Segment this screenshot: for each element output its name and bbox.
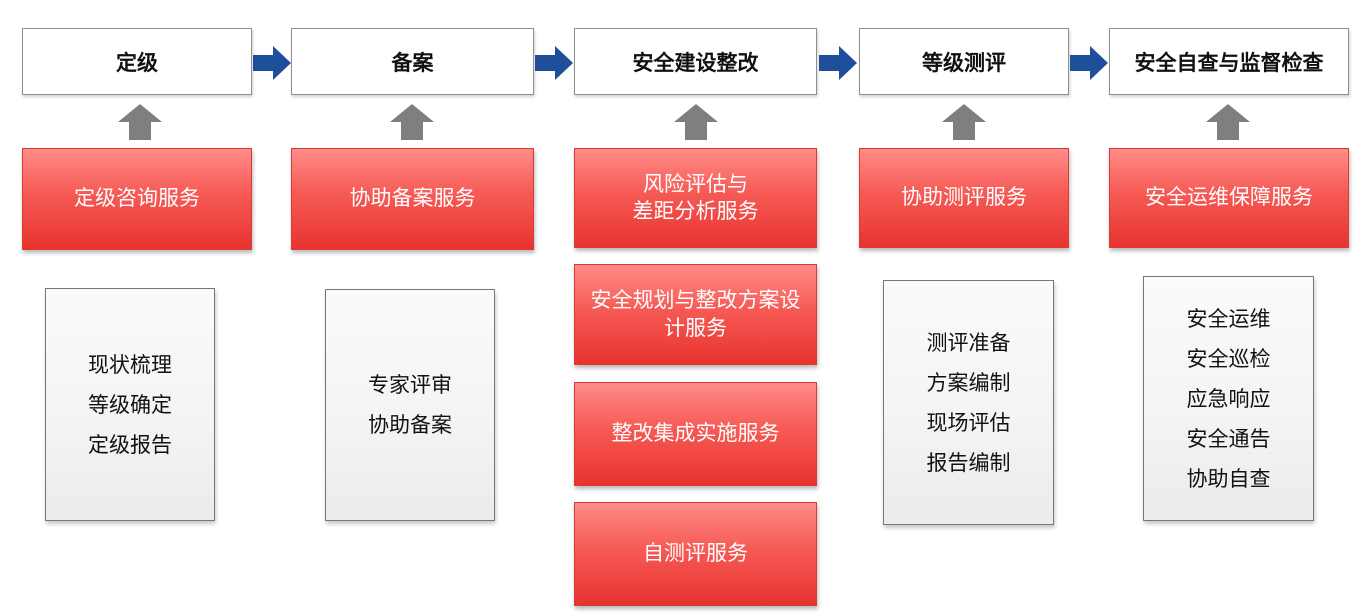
detail-item: 安全运维 (1186, 306, 1271, 331)
up-arrow-icon (118, 104, 162, 140)
detail-item: 现场评估 (926, 410, 1011, 435)
service-filing-assistance: 协助备案服务 (291, 148, 534, 250)
flow-arrow-right-icon (535, 46, 573, 80)
stage-label: 等级测评 (922, 50, 1006, 75)
detail-list-grading: 现状梳理 等级确定 定级报告 (45, 288, 215, 521)
service-label: 整改集成实施服务 (611, 421, 780, 446)
detail-item: 报告编制 (926, 450, 1011, 475)
detail-item: 协助自查 (1186, 466, 1271, 491)
service-label: 自测评服务 (643, 541, 748, 566)
service-label: 协助备案服务 (349, 186, 476, 211)
service-label: 安全规划与整改方案设 计服务 (590, 288, 801, 340)
detail-item: 专家评审 (368, 373, 452, 397)
stage-security-rectification: 安全建设整改 (574, 28, 817, 95)
detail-item: 安全巡检 (1186, 346, 1271, 371)
detail-item: 测评准备 (926, 330, 1011, 355)
detail-item: 现状梳理 (88, 352, 172, 377)
service-label: 风险评估与 差距分析服务 (632, 171, 759, 223)
service-label: 定级咨询服务 (74, 186, 200, 211)
detail-item: 定级报告 (88, 432, 172, 457)
stage-level-assessment: 等级测评 (859, 28, 1069, 95)
detail-list-operations: 安全运维 安全巡检 应急响应 安全通告 协助自查 (1143, 276, 1314, 521)
service-risk-gap-analysis: 风险评估与 差距分析服务 (574, 148, 817, 248)
stage-filing: 备案 (291, 28, 534, 95)
service-label: 安全运维保障服务 (1145, 185, 1313, 210)
service-operations-maintenance: 安全运维保障服务 (1109, 148, 1349, 248)
detail-item: 安全通告 (1186, 426, 1271, 451)
stage-label: 备案 (391, 50, 434, 75)
detail-item: 应急响应 (1186, 386, 1271, 411)
service-self-assessment: 自测评服务 (574, 502, 817, 606)
service-assessment-assistance: 协助测评服务 (859, 148, 1069, 248)
detail-item: 方案编制 (926, 370, 1011, 395)
detail-item: 协助备案 (368, 413, 452, 437)
stage-label: 安全自查与监督检查 (1134, 50, 1324, 75)
stage-label: 安全建设整改 (632, 50, 759, 75)
up-arrow-icon (1206, 104, 1250, 140)
stage-grading: 定级 (22, 28, 252, 95)
flow-arrow-right-icon (253, 46, 291, 80)
stage-self-inspection-supervision: 安全自查与监督检查 (1109, 28, 1349, 95)
up-arrow-icon (390, 104, 434, 140)
flow-arrow-right-icon (1070, 46, 1108, 80)
flow-arrow-right-icon (819, 46, 857, 80)
service-grading-consulting: 定级咨询服务 (22, 148, 252, 250)
detail-list-assessment: 测评准备 方案编制 现场评估 报告编制 (883, 280, 1054, 525)
detail-item: 等级确定 (88, 392, 172, 417)
detail-list-filing: 专家评审 协助备案 (325, 289, 495, 521)
service-label: 协助测评服务 (901, 185, 1027, 210)
up-arrow-icon (674, 104, 718, 140)
service-security-planning: 安全规划与整改方案设 计服务 (574, 264, 817, 365)
stage-label: 定级 (116, 50, 158, 75)
up-arrow-icon (942, 104, 986, 140)
service-integration-implementation: 整改集成实施服务 (574, 382, 817, 486)
